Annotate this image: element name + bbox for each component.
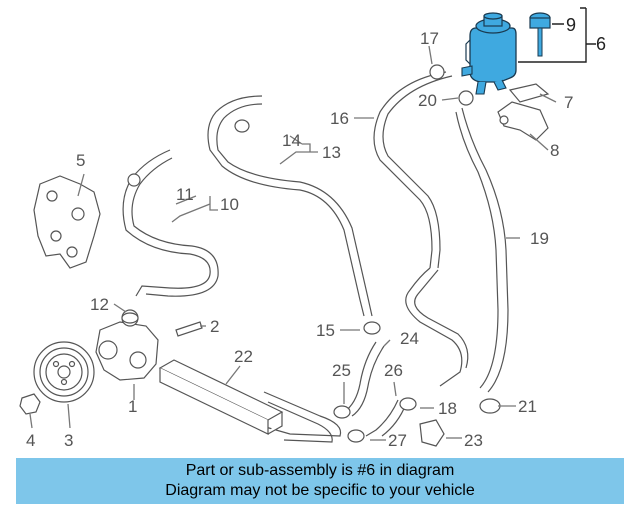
callout-10[interactable]: 10: [220, 195, 239, 214]
callout-15[interactable]: 15: [316, 321, 335, 340]
seal-12[interactable]: [121, 312, 139, 324]
callout-11[interactable]: 11: [176, 185, 194, 204]
callout-9[interactable]: 9: [566, 15, 576, 35]
callout-6[interactable]: 6: [596, 34, 606, 54]
callout-23[interactable]: 23: [464, 431, 483, 450]
callout-26[interactable]: 26: [384, 361, 403, 380]
bracket-23[interactable]: [419, 419, 445, 447]
clamp-15[interactable]: [363, 321, 381, 335]
callout-20[interactable]: 20: [418, 91, 437, 110]
info-banner: Part or sub-assembly is #6 in diagram Di…: [16, 458, 624, 504]
power-steering-pump[interactable]: [95, 309, 159, 381]
bracket-8[interactable]: [497, 101, 549, 141]
seal-11[interactable]: [127, 173, 141, 187]
callout-6-bracket: [518, 7, 596, 63]
clamp-25[interactable]: [333, 405, 351, 419]
pressure-hose-13: [207, 95, 373, 317]
pulley[interactable]: [33, 341, 95, 403]
leader-lines: [29, 45, 557, 441]
callout-17[interactable]: 17: [420, 29, 439, 48]
banner-line-2: Diagram may not be specific to your vehi…: [165, 482, 475, 499]
callout-25[interactable]: 25: [332, 361, 351, 380]
callout-4[interactable]: 4: [26, 431, 35, 450]
callout-22[interactable]: 22: [234, 347, 253, 366]
callout-7[interactable]: 7: [564, 93, 573, 112]
callout-1[interactable]: 1: [128, 397, 137, 416]
callout-8[interactable]: 8: [550, 141, 559, 160]
callout-16[interactable]: 16: [330, 109, 349, 128]
bracket-7[interactable]: [508, 83, 550, 103]
hose-19: [455, 107, 509, 393]
callout-27[interactable]: 27: [388, 431, 407, 450]
parts-diagram: 9 6: [19, 7, 606, 450]
callout-13[interactable]: 13: [322, 143, 341, 162]
clamp-17[interactable]: [429, 64, 445, 80]
clamp-18[interactable]: [399, 397, 417, 411]
reservoir-assembly[interactable]: [461, 12, 517, 95]
return-line: [405, 267, 469, 387]
bolt-2[interactable]: [175, 321, 203, 337]
clamp-27[interactable]: [347, 429, 365, 443]
pressure-hose-10: [122, 149, 219, 297]
oil-cooler[interactable]: [158, 359, 284, 435]
hose-24-26: [343, 341, 407, 437]
callout-2[interactable]: 2: [210, 317, 219, 336]
pulley-bolt[interactable]: [19, 393, 41, 415]
clamp-20[interactable]: [458, 90, 474, 106]
callout-24[interactable]: 24: [400, 329, 419, 348]
cooler-lines: [261, 391, 342, 443]
cap-21[interactable]: [479, 398, 501, 414]
seal-14[interactable]: [234, 119, 250, 133]
callout-12[interactable]: 12: [90, 295, 109, 314]
reservoir-cap-dipstick[interactable]: [529, 12, 551, 57]
banner-line-1: Part or sub-assembly is #6 in diagram: [185, 462, 455, 479]
callout-14[interactable]: 14: [282, 131, 301, 150]
callout-18[interactable]: 18: [438, 399, 457, 418]
callout-19[interactable]: 19: [530, 229, 549, 248]
pump-bracket[interactable]: [33, 175, 101, 269]
callout-21[interactable]: 21: [518, 397, 537, 416]
hose-16: [373, 71, 453, 269]
callout-5[interactable]: 5: [76, 151, 85, 170]
callout-3[interactable]: 3: [64, 431, 73, 450]
